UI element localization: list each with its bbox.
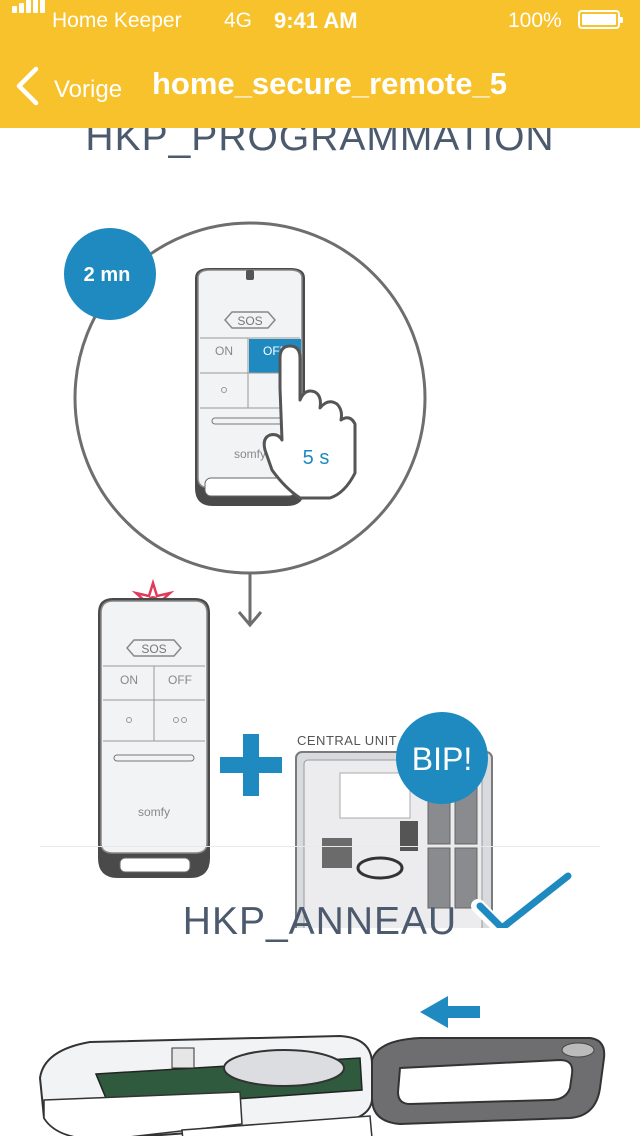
network-type: 4G (224, 9, 253, 32)
central-unit-label: CENTRAL UNIT (297, 733, 397, 748)
timer-badge (64, 228, 156, 320)
bip-label: BIP! (412, 741, 472, 777)
arrow-down-icon (237, 611, 263, 628)
page-title: home_secure_remote_5 (152, 66, 507, 101)
status-time: 9:41 AM (274, 8, 358, 33)
ring-illustration (38, 996, 606, 1136)
svg-text:SOS: SOS (237, 314, 262, 328)
svg-text:SOS: SOS (141, 642, 166, 656)
plus-icon (220, 734, 282, 796)
section-title-anneau: HKP_ANNEAU (182, 900, 458, 943)
svg-text:somfy: somfy (138, 805, 170, 819)
app-header: Home Keeper 4G 9:41 AM 100% Vorige home_… (0, 0, 640, 128)
section-divider (40, 846, 600, 847)
svg-text:ON: ON (120, 673, 138, 687)
section-title-programmation: HKP_PROGRAMMATION (85, 128, 555, 159)
hold-duration-label: 5 s (303, 447, 330, 469)
navigation-bar: Vorige home_secure_remote_5 (0, 44, 640, 128)
chevron-left-icon (16, 66, 39, 106)
bip-badge (396, 712, 488, 804)
svg-text:OFF: OFF (168, 673, 192, 687)
arrow-left-icon (420, 996, 448, 1028)
checkmark-icon (476, 872, 572, 928)
carrier-name: Home Keeper (52, 9, 182, 32)
programming-illustration: 2 mn SOS ON OFF somfy 5 s (64, 221, 575, 928)
timer-badge-label: 2 mn (84, 264, 131, 286)
remote-small: SOS ON OFF somfy (98, 598, 210, 878)
svg-text:ON: ON (215, 344, 233, 358)
finger-press-icon (262, 344, 357, 500)
battery-percent: 100% (508, 9, 562, 32)
scroll-content[interactable]: HKP_PROGRAMMATION 2 mn SOS ON OFF somfy (0, 128, 640, 1136)
back-label: Vorige (54, 76, 123, 103)
battery-icon (578, 10, 623, 29)
status-bar: Home Keeper 4G 9:41 AM 100% (0, 0, 640, 40)
svg-text:somfy: somfy (234, 447, 266, 461)
